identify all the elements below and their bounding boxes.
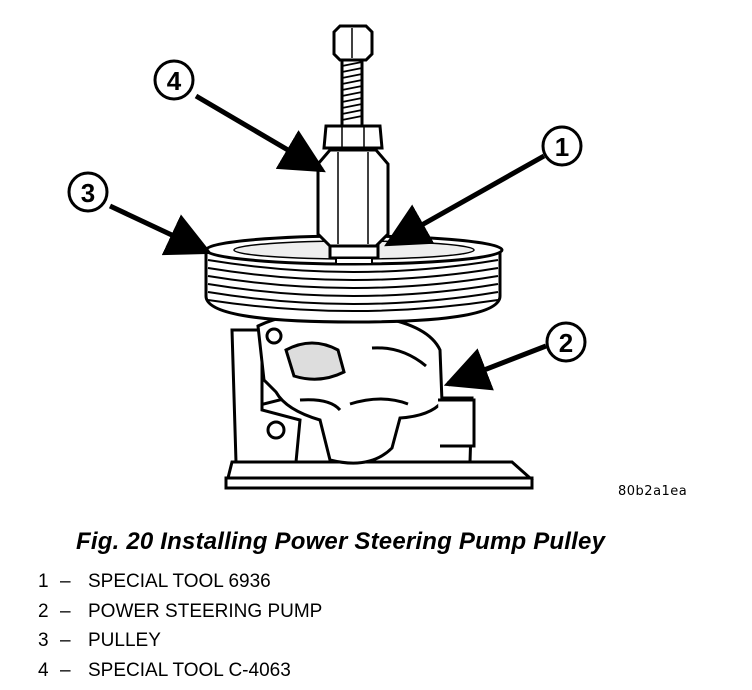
legend-dash: –	[60, 659, 71, 681]
arrow-callout-1	[384, 153, 546, 247]
leader-arrows	[108, 93, 547, 391]
legend-item: 4–SPECIAL TOOL C-4063	[38, 656, 322, 686]
svg-text:1: 1	[555, 132, 569, 162]
legend-item: 1–SPECIAL TOOL 6936	[38, 567, 322, 597]
arrow-callout-3	[108, 203, 213, 256]
special-tool-c-4063	[316, 24, 390, 248]
legend-number: 2	[38, 600, 49, 622]
legend-label: POWER STEERING PUMP	[88, 600, 323, 622]
special-tool-6936	[328, 244, 380, 265]
figure-caption: Fig. 20 Installing Power Steering Pump P…	[76, 528, 606, 555]
svg-text:4: 4	[167, 66, 182, 96]
svg-text:3: 3	[81, 178, 95, 208]
callout-4: 4	[153, 59, 195, 101]
legend-label: PULLEY	[88, 630, 161, 651]
callout-2: 2	[545, 321, 587, 363]
arrow-callout-4	[194, 93, 326, 173]
legend-label: SPECIAL TOOL C-4063	[88, 659, 291, 681]
legend-dash: –	[60, 600, 71, 622]
svg-text:2: 2	[559, 328, 573, 358]
arrow-callout-2	[443, 343, 547, 391]
callout-3: 3	[67, 171, 109, 213]
legend-number: 3	[38, 630, 49, 651]
legend-item: 3–PULLEY	[38, 626, 322, 656]
image-code: 80b2a1ea	[618, 484, 688, 499]
mounting-base	[224, 460, 534, 490]
legend-dash: –	[60, 630, 71, 651]
legend-label: SPECIAL TOOL 6936	[88, 571, 271, 592]
pulley-installation-illustration: 1 2 3 4	[67, 24, 587, 490]
callout-1: 1	[541, 125, 583, 167]
legend-item: 2–POWER STEERING PUMP	[38, 597, 322, 627]
legend-dash: –	[60, 571, 71, 592]
legend-number: 1	[38, 571, 49, 592]
power-steering-pump-body	[230, 311, 476, 465]
legend-list: 1–SPECIAL TOOL 6936 2–POWER STEERING PUM…	[38, 567, 322, 685]
legend-number: 4	[38, 659, 49, 681]
